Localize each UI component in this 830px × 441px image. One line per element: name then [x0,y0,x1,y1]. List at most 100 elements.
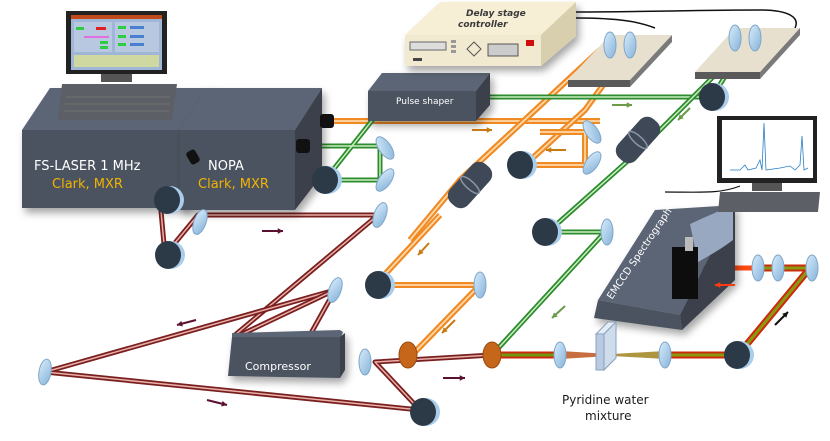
combined-beam [492,264,813,359]
delay-mirror [748,24,762,52]
mirror-mount-body [532,218,558,246]
nopa-input-port [186,149,200,165]
delay-mirror [623,31,637,59]
mirror [582,120,602,144]
delay-controller-label-2: controller [458,20,508,30]
beam-direction-arrow-head [277,228,283,234]
mirror-face [38,358,52,386]
beam-direction-arrow-head [782,312,788,318]
pulse-shaper-box [368,73,490,121]
laser-manufacturer: Clark, MXR [52,177,123,192]
mirror-mount [410,398,440,426]
nopa-beam-segment-core [374,214,481,356]
delay-mirror-face [623,31,637,59]
spectrum-computer [717,116,820,212]
controller-cable [575,9,797,29]
dichroic-combiner [482,341,502,369]
mirror [582,151,602,175]
mirror-mount-body [365,271,391,299]
telescope [447,161,493,209]
compressor-label: Compressor [245,360,311,373]
focusing-lens-face [553,341,567,369]
emccd-spectrograph [594,205,735,330]
beam-direction-arrow-head [626,102,632,108]
mirror-face [751,254,765,282]
delay-mirror-face [728,24,742,52]
nopa-manufacturer: Clark, MXR [198,177,269,192]
mirror-mount-body [155,241,181,269]
spectrograph-cable [664,185,741,193]
mirror-mount-body [410,398,436,426]
fundamental-beam-segment-core [237,289,336,337]
mirror [372,202,388,228]
mirror [327,277,343,303]
delay-stage-orange [568,35,672,87]
sample-cuvette [594,320,618,372]
mirror-face [582,151,602,175]
beam-direction-arrow-head [221,400,227,407]
telescope-tube [447,161,493,209]
mirror-mount [154,186,184,214]
delay-mirror-face [603,31,617,59]
mirror-mount [532,218,562,246]
beam-direction-arrow-head [552,312,558,318]
mirror [38,358,52,386]
delay-mirror [728,24,742,52]
telescope [615,116,661,164]
delay-stage-controller [405,2,576,66]
mirror-mount [724,341,754,369]
delay-stage-green [695,28,800,79]
laser-computer [58,11,177,120]
focusing-lens [553,341,567,369]
beam-direction-arrow-head [486,127,492,133]
dichroic-combiner-body [398,341,418,369]
mirror-face [327,277,343,303]
mirror [192,209,208,235]
nopa-output-port-2 [296,139,310,153]
sample-label-1: Pyridine water [562,393,649,407]
beam-direction-arrow-head [546,147,552,153]
mirror-face [805,254,819,282]
mirror [600,218,614,246]
compressor-box [228,330,345,378]
beam-direction-arrow-head [177,320,183,327]
mirror [375,136,395,160]
mirror-mount [365,271,395,299]
mirror [751,254,765,282]
beam-direction-arrow-head [715,282,721,288]
beam-direction-arrow-head [459,375,465,381]
collimating-lens-face [658,341,672,369]
sample-label-2: mixture [585,409,632,423]
beam-direction-arrow-head [442,327,448,333]
mirror-face [582,120,602,144]
mirror-mount-body [154,186,180,214]
mirror [358,348,372,376]
mirror-mount [507,151,537,179]
beam-direction-arrow-head [418,249,424,255]
mirror-face [473,271,487,299]
mirror-mount-body [724,341,750,369]
mirror-face [192,209,208,235]
mirror [375,168,395,192]
mirror [805,254,819,282]
delay-controller-label-1: Delay stage [466,9,526,19]
mirror-mount [312,166,342,194]
collimating-lens [658,341,672,369]
mirror-mount-body [507,151,533,179]
mirror-mount [155,241,185,269]
delay-mirror-face [748,24,762,52]
dichroic-combiner-body [482,341,502,369]
mirror-face [771,254,785,282]
nopa-output-port-1 [320,114,334,128]
mirror-mount-body [312,166,338,194]
mirror-face [372,202,388,228]
mirror-face [358,348,372,376]
nopa-beam-segment-core [525,131,586,166]
laser-label: FS-LASER 1 MHz [34,159,141,174]
dichroic-combiner [398,341,418,369]
delay-mirror [603,31,617,59]
mirror-mount [699,83,729,111]
mirror-face [375,136,395,160]
mirror-face [600,218,614,246]
